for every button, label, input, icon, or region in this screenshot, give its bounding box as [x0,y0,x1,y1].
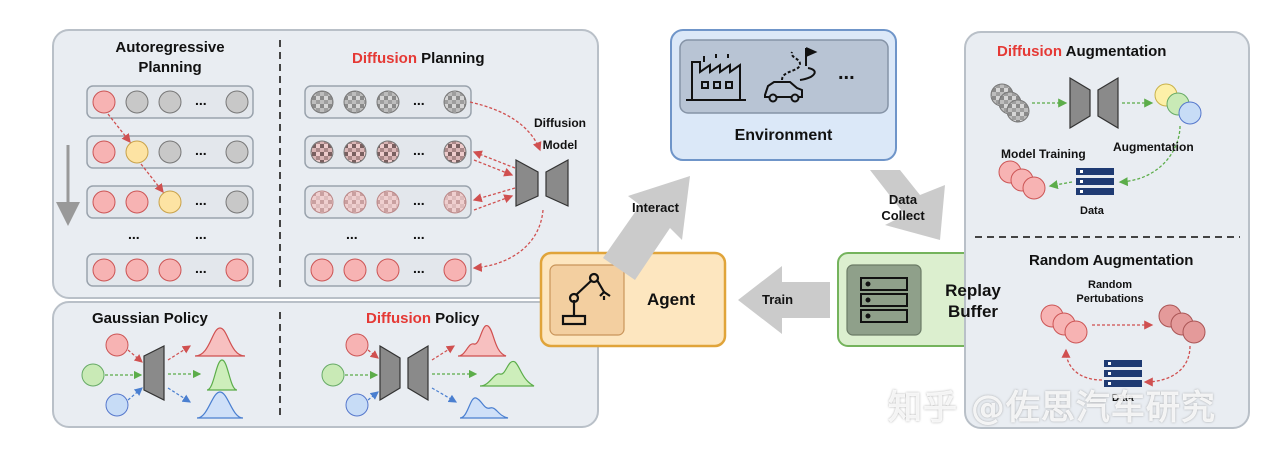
train-label: Train [762,292,794,307]
diffusion-model-label: Diffusion Model [534,116,586,152]
planning-word: Planning [417,50,485,67]
diffusion-policy-title: Diffusion Policy [366,310,479,327]
factory-icon [686,54,746,101]
ar-ellipsis-1: ... [195,92,207,108]
env-ellipsis: ... [838,62,855,84]
diffusion-aug-highlight: Diffusion [997,43,1062,60]
ar-ellipsis-gap-1: ... [128,226,140,242]
dp-ellipsis-gap-1: ... [346,226,358,242]
gaussian-policy-graphic [81,327,246,419]
interact-label: Interact [632,200,679,215]
dp-rows [304,85,472,287]
diffusion-augmentation-graphic [990,76,1202,200]
model-training-label: Model Training [1001,147,1086,161]
data-collect-label: Data Collect [881,192,925,223]
random-augmentation-title: Random Augmentation [1029,252,1194,269]
ar-ellipsis-3: ... [195,192,207,208]
diffusion-augmentation-title: Diffusion Augmentation [997,43,1166,60]
car-route-icon [764,47,818,103]
gaussian-policy-title: Gaussian Policy [92,310,208,327]
robot-arm-icon [561,272,611,326]
ar-ellipsis-2: ... [195,142,207,158]
random-augmentation-graphic [1040,304,1206,387]
policy-word: Policy [431,310,480,327]
watermark: 知乎 @佐思汽车研究 [888,388,1216,428]
ar-ellipsis-gap-2: ... [195,226,207,242]
interact-arrow [603,176,690,280]
ar-rows [86,85,254,287]
agent-label: Agent [647,290,696,309]
diffusion-planning-title: Diffusion Planning [352,50,485,67]
dp-ellipsis-1: ... [413,92,425,108]
replay-buffer-label: Replay Buffer [945,281,1001,321]
augmentation-label: Augmentation [1113,140,1194,154]
environment-label: Environment [734,127,833,144]
ar-ellipsis-4: ... [195,260,207,276]
server-icon [860,277,908,323]
data-icon-bottom [1104,360,1142,387]
dp-ellipsis-3: ... [413,192,425,208]
diffusion-policy-graphic [321,325,535,419]
dp-ellipsis-gap-2: ... [413,226,425,242]
data-icon-top [1076,168,1114,195]
train-arrow [738,266,830,334]
random-pertubations-label: Random Pertubations [1076,279,1144,305]
diffusion-highlight: Diffusion [352,50,417,67]
data-bottom-label: Data [1112,393,1134,404]
dp-ellipsis-2: ... [413,142,425,158]
autoregressive-planning-title: Autoregressive Planning [115,39,225,76]
data-top-label: Data [1080,205,1104,217]
diffusion-model-shape [515,158,569,207]
dp-ellipsis-4: ... [413,260,425,276]
diffusion-policy-highlight: Diffusion [366,310,431,327]
data-collect-arrow [870,170,945,240]
augmentation-word: Augmentation [1062,43,1167,60]
